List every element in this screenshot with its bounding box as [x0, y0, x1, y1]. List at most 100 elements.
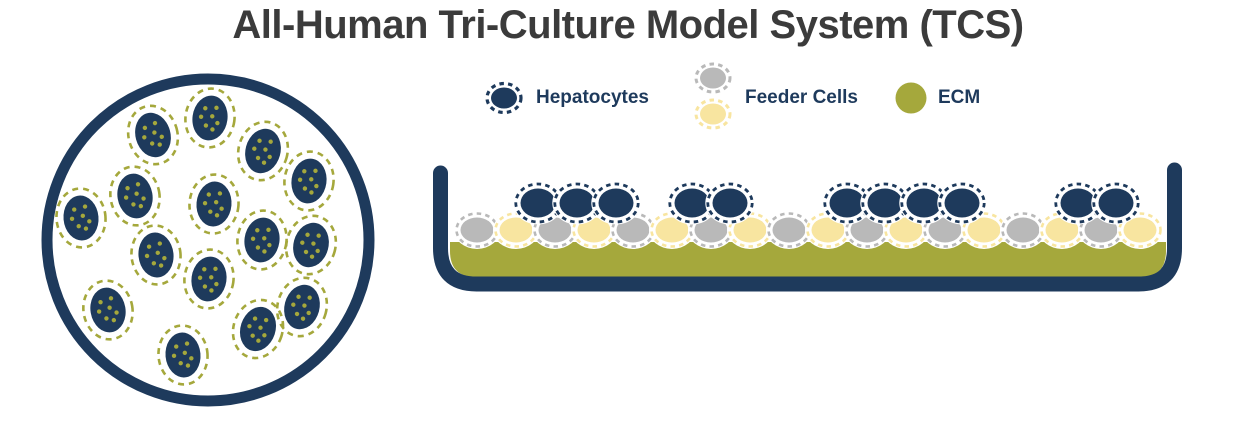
cell-speckle — [131, 202, 136, 207]
hepatocyte-cell — [705, 181, 755, 225]
cell-speckle — [267, 154, 272, 160]
cell-speckle — [213, 266, 218, 272]
cell-body — [520, 188, 556, 218]
cell-speckle — [184, 341, 190, 346]
ecm-layer — [450, 242, 1166, 277]
suspension-cell — [284, 214, 338, 276]
legend-item-ecm: ECM — [894, 81, 980, 115]
cell-speckle — [197, 275, 203, 280]
cell-speckle — [255, 228, 260, 233]
hepatocyte-cell — [591, 181, 641, 225]
suspension-cell — [157, 324, 209, 386]
figure-title: All-Human Tri-Culture Model System (TCS) — [232, 3, 1024, 47]
culture-dish-diagram — [433, 162, 1182, 292]
legend: Hepatocytes Feeder Cells ECM — [482, 60, 980, 136]
hepatocyte-cell — [1091, 181, 1141, 225]
cell-speckle — [300, 316, 306, 321]
cell-body — [674, 188, 710, 218]
feeder-cell — [766, 211, 812, 249]
suspension-cell — [283, 150, 335, 212]
cell-speckle — [309, 190, 314, 195]
cell-speckle — [294, 311, 300, 317]
cell-speckle — [157, 241, 163, 246]
cell-body — [772, 217, 806, 243]
cell-body — [63, 195, 99, 241]
cell-speckle — [125, 185, 130, 191]
cell-speckle — [171, 353, 177, 358]
cell-speckle — [302, 169, 307, 174]
cell-body — [559, 188, 595, 218]
cell-body — [165, 332, 201, 378]
cell-speckle — [202, 267, 207, 272]
cell-speckle — [267, 242, 272, 248]
cell-speckle — [307, 295, 312, 300]
cell-body — [90, 287, 126, 333]
cell-speckle — [157, 142, 162, 147]
cell-body — [1098, 188, 1134, 218]
cell-speckle — [178, 361, 183, 366]
suspension-cell — [236, 120, 290, 182]
cell-speckle — [247, 324, 252, 329]
cell-speckle — [83, 226, 89, 231]
cell-speckle — [162, 255, 167, 261]
cell-speckle — [262, 249, 267, 254]
cell-speckle — [80, 213, 86, 219]
cell-speckle — [202, 284, 208, 289]
cell-ring — [861, 182, 909, 224]
cell-speckle — [203, 123, 209, 128]
dish-outline — [433, 162, 1182, 292]
cell-speckle — [182, 350, 188, 356]
cell-body — [889, 217, 923, 243]
cell-speckle — [250, 236, 256, 241]
cell-speckle — [255, 245, 261, 250]
cell-speckle — [309, 254, 315, 259]
cell-speckle — [202, 201, 208, 206]
cell-speckle — [315, 248, 320, 254]
cell-body — [239, 306, 277, 352]
cell-speckle — [297, 177, 303, 182]
cell-speckle — [152, 120, 158, 126]
cell-ring — [236, 120, 290, 182]
cell-speckle — [314, 183, 319, 189]
cell-body — [655, 217, 689, 243]
cell-speckle — [256, 338, 261, 343]
cell-speckle — [257, 138, 262, 143]
cell-body — [192, 95, 228, 141]
cell-body — [138, 232, 174, 278]
suspension-cell — [130, 224, 182, 286]
cell-speckle — [96, 309, 102, 314]
cell-body — [577, 217, 611, 243]
cell-speckle — [291, 302, 296, 307]
cell-speckle — [144, 253, 150, 259]
cell-body — [928, 217, 962, 243]
cell-speckle — [151, 261, 157, 266]
cell-speckle — [185, 363, 191, 368]
cell-ring — [130, 224, 182, 286]
suspension-cell — [109, 165, 161, 227]
cell-speckle — [316, 233, 321, 238]
hepatocyte-cell — [937, 181, 987, 225]
cell-speckle — [210, 127, 215, 132]
cell-speckle — [189, 356, 194, 361]
cell-ring — [553, 182, 601, 224]
cell-speckle — [252, 146, 257, 151]
cell-body — [1045, 217, 1079, 243]
cell-speckle — [69, 216, 75, 221]
cell-speckle — [135, 182, 141, 187]
cell-speckle — [87, 219, 92, 224]
legend-item-feeder-cells: Feeder Cells — [691, 60, 858, 136]
cell-ring — [275, 276, 329, 338]
cell-speckle — [198, 114, 204, 119]
cell-body — [538, 217, 572, 243]
hepatocyte-cell — [513, 181, 563, 225]
cell-body — [944, 188, 980, 218]
cell-body — [712, 188, 748, 218]
cell-body — [850, 217, 884, 243]
cell-body — [616, 217, 650, 243]
cell-ring — [231, 298, 285, 360]
cell-speckle — [214, 281, 219, 287]
cell-speckle — [104, 316, 109, 321]
hepatocyte-cell — [552, 181, 602, 225]
suspension-cell — [183, 248, 235, 310]
cell-speckle — [262, 333, 267, 338]
